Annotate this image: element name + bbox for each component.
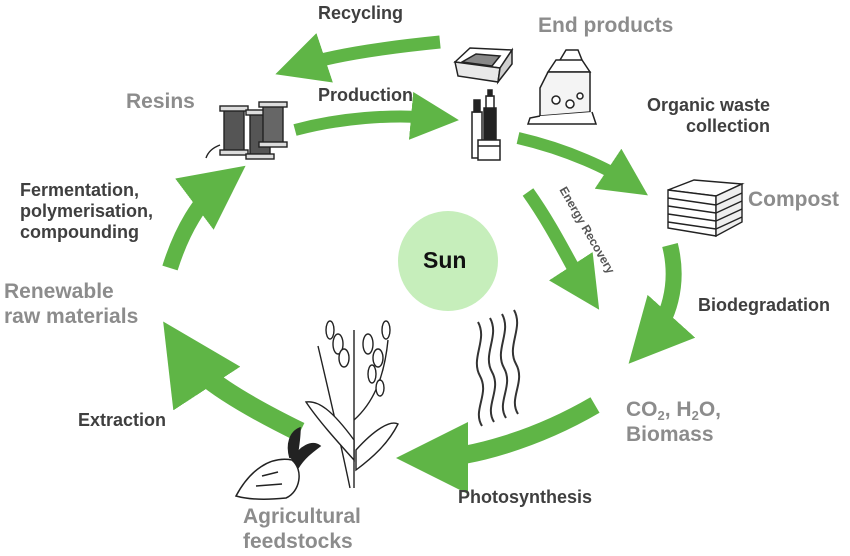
fermentation-label: Fermentation, polymerisation, compoundin… xyxy=(20,180,153,244)
h2o-text-a: , H xyxy=(664,398,692,421)
h2o-text-b: O, xyxy=(698,398,721,421)
biomass-line: Biomass xyxy=(626,422,714,446)
beet-icon xyxy=(234,426,322,501)
bottles-icon xyxy=(471,89,501,161)
fermentation-arrow xyxy=(162,165,246,271)
photosynthesis-label: Photosynthesis xyxy=(458,487,593,507)
organic-waste-line-2: collection xyxy=(685,116,770,137)
heat-waves-icon xyxy=(475,309,521,427)
renewable-line-2: raw materials xyxy=(4,304,139,328)
fermentation-line-3: compounding xyxy=(20,222,139,243)
plant-icon xyxy=(304,320,399,489)
recycling-arrow xyxy=(275,33,441,83)
production-arrow xyxy=(293,91,459,140)
biodegradation-arrow xyxy=(628,243,696,364)
renewable-label: Renewable raw materials xyxy=(4,280,138,330)
co2-text: CO xyxy=(626,398,658,421)
sun-circle xyxy=(398,211,498,311)
fermentation-line-1: Fermentation, xyxy=(20,180,140,200)
co2-h2o-line: CO2, H2O, xyxy=(626,398,721,423)
extraction-label: Extraction xyxy=(78,410,167,430)
energy-recovery-arrow xyxy=(522,188,600,310)
compost-label: Compost xyxy=(748,188,839,211)
spools-icon xyxy=(205,101,288,160)
recycling-label: Recycling xyxy=(318,3,404,23)
production-label: Production xyxy=(318,85,413,105)
organic-waste-label: Organic waste collection xyxy=(630,95,770,137)
organic-waste-line-1: Organic waste xyxy=(646,95,770,115)
co2-h2o-biomass-label: CO2, H2O, Biomass xyxy=(626,398,721,448)
agricultural-line-1: Agricultural xyxy=(243,505,361,528)
milk-carton-icon xyxy=(526,49,598,125)
extraction-arrow xyxy=(163,321,305,441)
photosynthesis-arrow xyxy=(396,397,600,494)
end-products-label: End products xyxy=(538,14,674,37)
resins-label: Resins xyxy=(126,90,195,113)
biodegradation-label: Biodegradation xyxy=(698,295,831,315)
agricultural-feedstocks-label: Agricultural feedstocks xyxy=(243,505,361,555)
tray-icon xyxy=(453,47,514,85)
compost-bin-icon xyxy=(667,179,745,238)
sun-label: Sun xyxy=(423,247,467,273)
co2-subscript: 2 xyxy=(657,408,665,423)
agricultural-line-2: feedstocks xyxy=(243,529,353,553)
organic-waste-arrow xyxy=(516,132,648,196)
renewable-line-1: Renewable xyxy=(4,280,114,303)
h2o-subscript: 2 xyxy=(691,408,699,423)
fermentation-line-2: polymerisation, xyxy=(20,201,154,222)
